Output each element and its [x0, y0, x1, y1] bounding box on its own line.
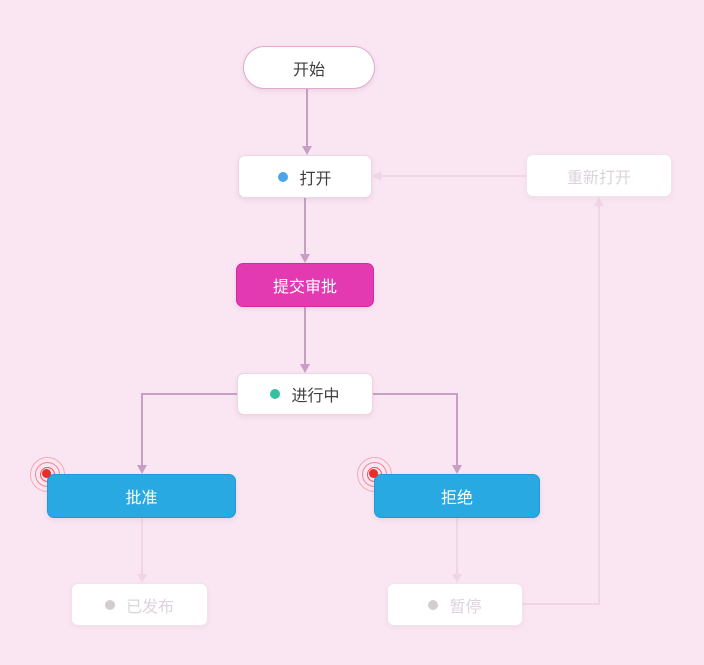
arrowhead-icon — [302, 146, 312, 155]
button-label: 拒绝 — [440, 490, 473, 507]
state-node-start: 开始 — [243, 46, 375, 89]
edge-inprogress-reject — [373, 393, 458, 465]
approve-button[interactable]: 批准 — [47, 474, 236, 518]
pulse-dot-icon — [369, 469, 378, 478]
pulse-dot-icon — [42, 469, 51, 478]
button-label: 批准 — [125, 490, 158, 507]
state-label: 开始 — [292, 61, 325, 79]
arrowhead-icon — [137, 465, 147, 474]
state-dot-icon — [428, 599, 439, 610]
submit-approval-button[interactable]: 提交审批 — [236, 263, 374, 307]
state-node-reopen: 重新打开 — [526, 154, 672, 197]
state-node-open: 打开 — [238, 155, 372, 198]
state-dot-icon — [278, 171, 289, 182]
arrowhead-icon — [594, 197, 604, 206]
state-label: 进行中 — [291, 388, 340, 405]
reject-button[interactable]: 拒绝 — [374, 474, 540, 518]
edge-inprogress-approve — [141, 393, 237, 465]
state-label: 暂停 — [449, 598, 482, 616]
arrowhead-icon — [452, 574, 462, 583]
button-label: 提交审批 — [272, 279, 337, 296]
state-label: 打开 — [299, 170, 332, 188]
state-label: 已发布 — [125, 598, 174, 616]
state-dot-icon — [270, 389, 281, 399]
state-node-paused: 暂停 — [387, 583, 523, 626]
arrowhead-icon — [300, 364, 310, 373]
arrowhead-icon — [372, 171, 381, 181]
state-node-in-progress: 进行中 — [237, 373, 373, 415]
arrowhead-icon — [300, 254, 310, 263]
arrowhead-icon — [137, 574, 147, 583]
state-node-published: 已发布 — [71, 583, 208, 626]
state-label: 重新打开 — [566, 169, 631, 187]
edge-paused-reopen — [523, 206, 600, 605]
state-dot-icon — [104, 599, 115, 610]
arrowhead-icon — [452, 465, 462, 474]
